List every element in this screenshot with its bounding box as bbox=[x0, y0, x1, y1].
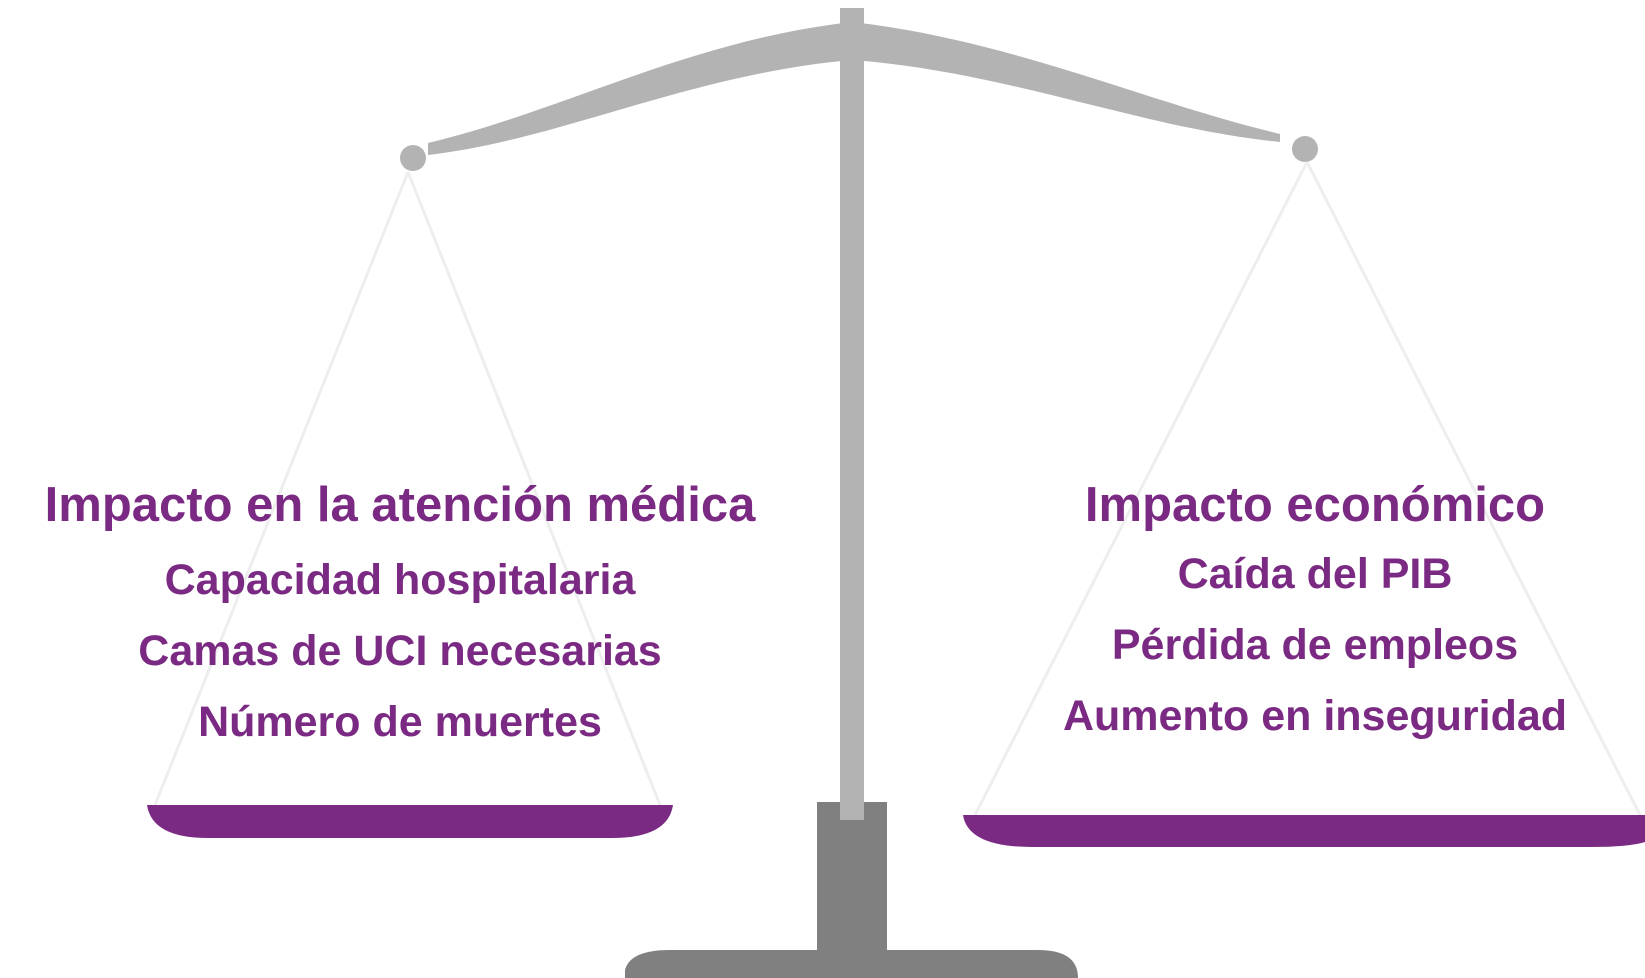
right-pan-item: Pérdida de empleos bbox=[1111, 621, 1519, 669]
left-pan-title: Impacto en la atención médica bbox=[44, 478, 756, 532]
scale-base-column bbox=[817, 802, 887, 952]
right-pan-title: Impacto económico bbox=[1084, 478, 1546, 532]
left-pan-text: Impacto en la atención médica Capacidad … bbox=[0, 477, 800, 758]
right-pan-item: Caída del PIB bbox=[1177, 550, 1453, 598]
left-pan-item: Capacidad hospitalaria bbox=[164, 556, 636, 604]
right-pan-text: Impacto económico Caída del PIB Pérdida … bbox=[1005, 477, 1625, 752]
left-pan-items: Capacidad hospitalaria Camas de UCI nece… bbox=[0, 545, 800, 758]
left-pan-item: Camas de UCI necesarias bbox=[138, 627, 662, 675]
scale-post bbox=[840, 8, 864, 820]
left-pivot-point bbox=[400, 145, 426, 171]
right-pan-strings bbox=[973, 161, 1642, 816]
scale-base-foot bbox=[625, 950, 1078, 978]
right-pan-dish bbox=[963, 815, 1645, 847]
left-pan-dish bbox=[147, 805, 673, 838]
left-pan-item: Número de muertes bbox=[198, 698, 602, 746]
left-pan-strings bbox=[153, 171, 662, 806]
scale-beam bbox=[428, 22, 1280, 155]
right-pivot-point bbox=[1292, 136, 1318, 162]
right-pan-items: Caída del PIB Pérdida de empleos Aumento… bbox=[1005, 539, 1625, 752]
right-pan-item: Aumento en inseguridad bbox=[1062, 692, 1568, 740]
